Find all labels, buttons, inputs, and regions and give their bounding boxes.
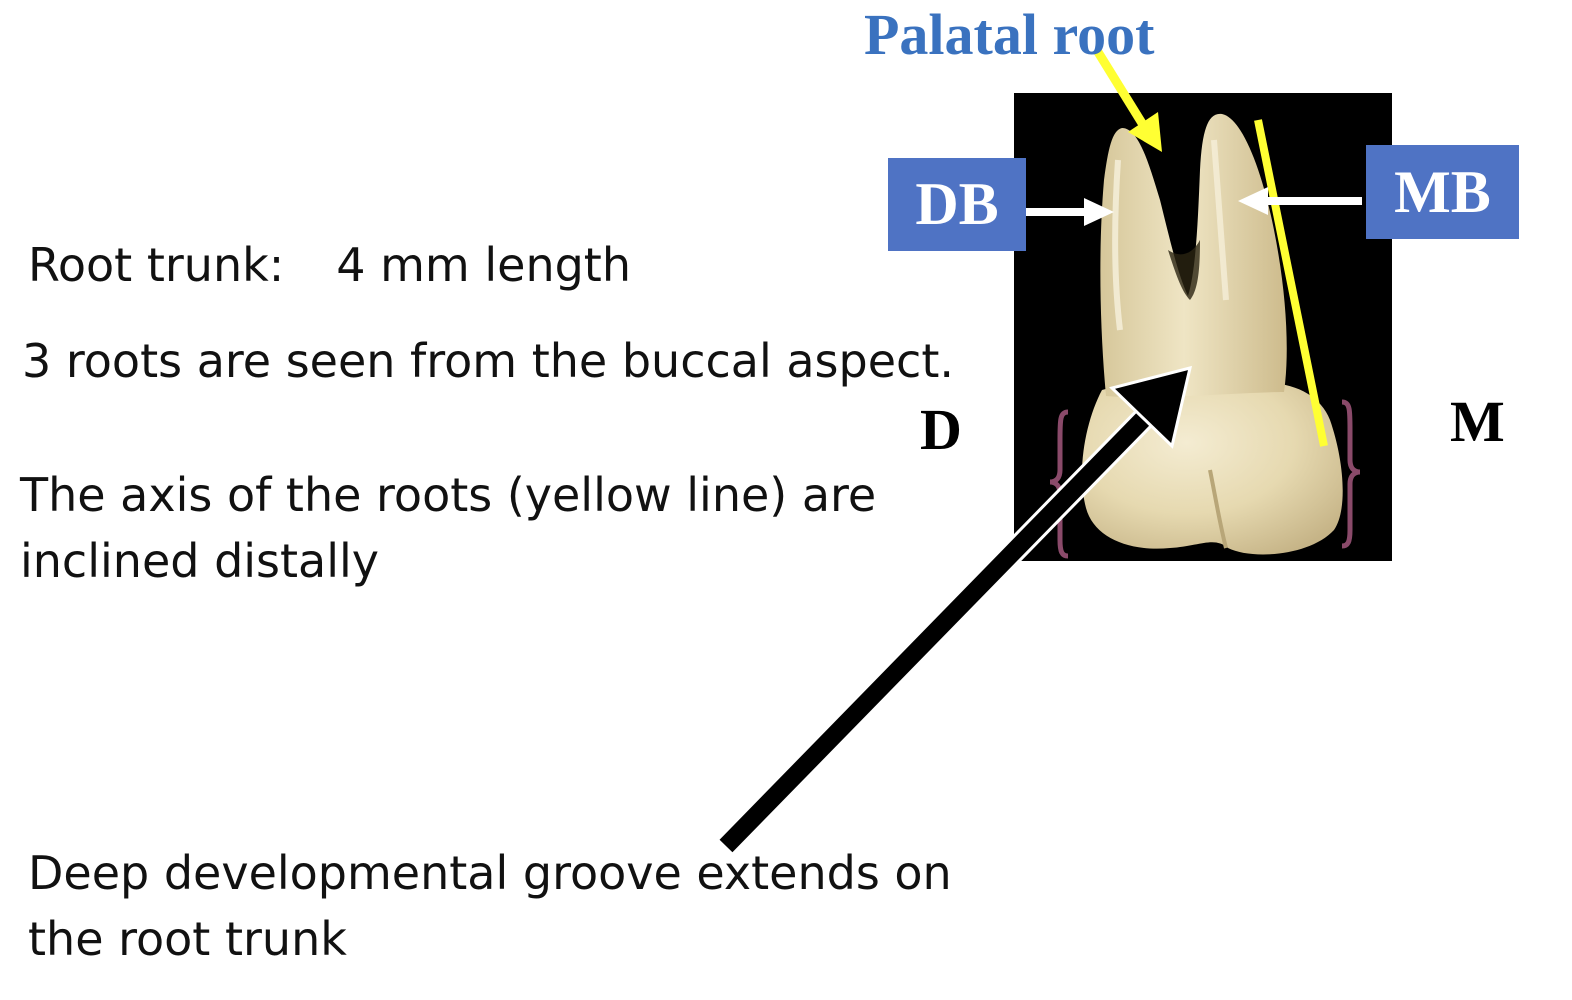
tooth-crown <box>1081 382 1343 555</box>
mb-tag-label: MB <box>1394 158 1491 225</box>
root-trunk-label: Root trunk: <box>28 238 285 292</box>
furcation-shadow <box>1168 240 1200 300</box>
mesial-crown-bracket <box>1341 399 1361 549</box>
palatal-root-label: Palatal root <box>864 2 1155 67</box>
groove-arrow <box>717 365 1193 855</box>
axis-text: The axis of the roots (yellow line) are … <box>20 462 876 594</box>
roots-seen-text: 3 roots are seen from the buccal aspect. <box>22 334 954 388</box>
groove-text: Deep developmental groove extends on the… <box>28 840 952 972</box>
crown-groove <box>1208 469 1228 549</box>
root-axis-line <box>1254 119 1328 447</box>
distal-crown-bracket <box>1049 409 1069 559</box>
palatal-root-arrow <box>1094 49 1149 131</box>
mesial-label: M <box>1450 389 1505 454</box>
root-highlight <box>1112 159 1123 331</box>
db-tag: DB <box>888 158 1026 251</box>
groove-text-line-2: the root trunk <box>28 912 347 966</box>
mb-arrowhead <box>1238 187 1268 215</box>
palatal-root-arrowhead <box>1128 112 1162 152</box>
root-highlight <box>1211 139 1229 301</box>
db-arrowhead <box>1084 198 1114 226</box>
root-trunk-text: Root trunk: 4 mm length <box>28 232 631 298</box>
groove-text-line-1: Deep developmental groove extends on <box>28 846 952 900</box>
distal-label: D <box>920 397 962 462</box>
db-tag-label: DB <box>915 171 999 237</box>
tooth-roots <box>1100 113 1287 398</box>
mb-tag: MB <box>1366 145 1519 239</box>
axis-text-line-2: inclined distally <box>20 534 380 588</box>
axis-text-line-1: The axis of the roots (yellow line) are <box>20 468 877 522</box>
root-trunk-value: 4 mm length <box>336 238 631 292</box>
